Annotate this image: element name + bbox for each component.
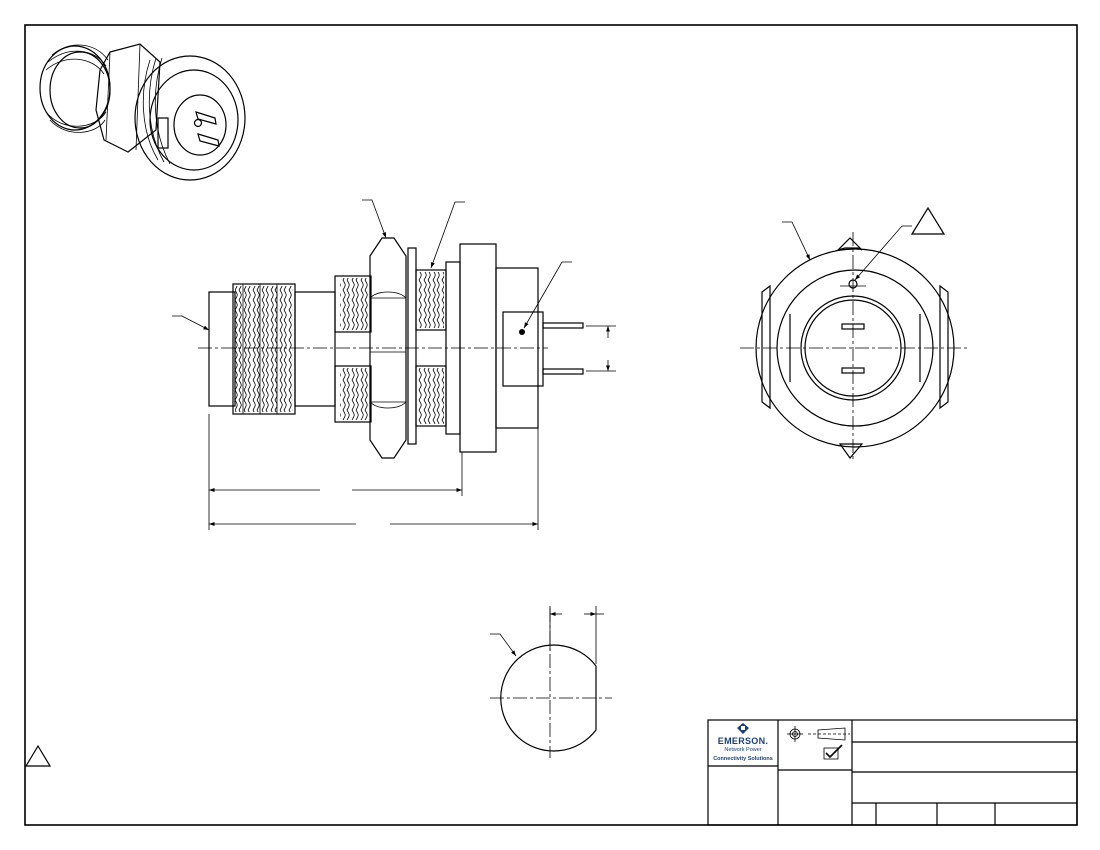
emerson-logo-icon (737, 723, 749, 734)
group-name: Connectivity Solutions (713, 756, 773, 762)
isometric-view (39, 43, 246, 181)
side-view (172, 199, 616, 530)
revision-triangle-icon (910, 206, 946, 235)
brand-name: EMERSON. (717, 736, 769, 746)
panel-cutout-view (490, 606, 612, 758)
revision-triangle-icon (24, 744, 52, 767)
title-block (707, 719, 1078, 826)
knurl-hatch (235, 286, 293, 412)
third-angle-projection-icon (787, 726, 850, 742)
sheet-border (24, 24, 1078, 826)
end-view (740, 206, 968, 462)
division-name: Network Power (724, 747, 762, 753)
checkmark-box-icon (823, 744, 843, 760)
